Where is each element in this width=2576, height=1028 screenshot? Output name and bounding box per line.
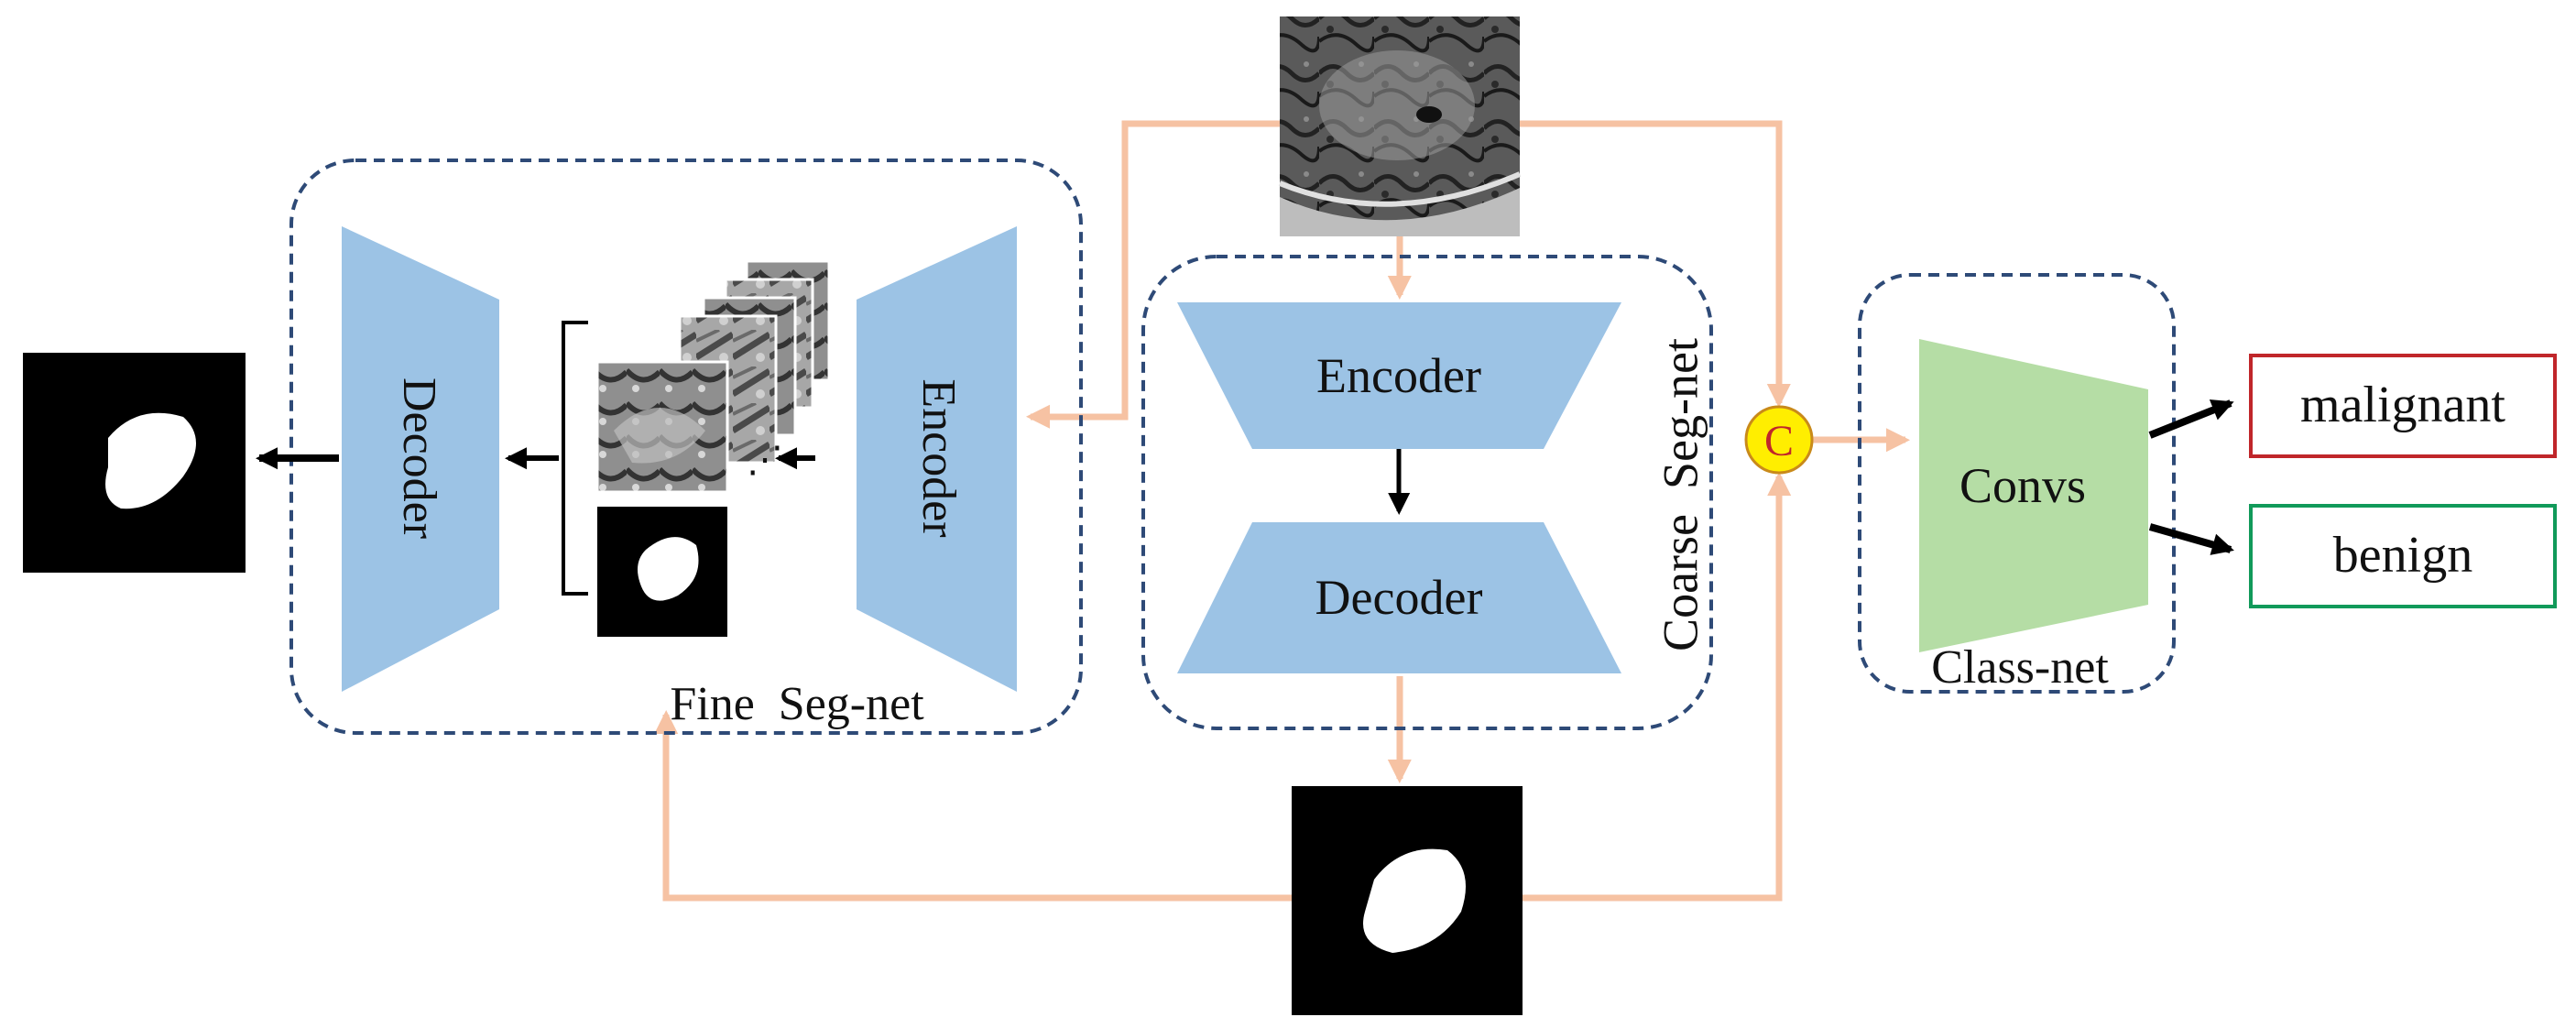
concat-node: C (1744, 405, 1814, 475)
coarse-encoder-label: Encoder (1316, 348, 1481, 403)
coarse-output-mask (1292, 786, 1523, 1015)
convs-label: Convs (1959, 458, 2086, 513)
class-net-border (1858, 273, 2176, 694)
ct-input-image (1278, 16, 1522, 236)
coarse-seg-net: Encoder Decoder Coarse Seg-net (1141, 255, 1713, 730)
fine-seg-net-border (289, 159, 1083, 735)
fine-encoder-block (857, 226, 1017, 692)
fine-decoder-block (342, 226, 499, 692)
ellipsis-label: ⋰ (747, 439, 783, 480)
ct-to-concat-arrow (1520, 120, 1791, 408)
patch-bracket (562, 321, 588, 596)
fine-encoder-label: Encoder (912, 378, 965, 537)
coarse-seg-net-border (1141, 255, 1713, 730)
fine-seg-net: Decoder Encoder ⋰ Fine Seg-net (289, 159, 1083, 735)
convs-block (1919, 339, 2148, 652)
fine-input-mask (597, 507, 727, 637)
to-benign-arrow (2148, 523, 2234, 555)
malignant-label: malignant (2300, 377, 2505, 433)
fine-decoder-label: Decoder (393, 377, 445, 539)
feature-patch-stack: ⋰ (595, 259, 831, 494)
mask-to-fine-arrow (654, 710, 1292, 902)
coarse-decoder-label: Decoder (1315, 570, 1483, 625)
to-malignant-arrow (2148, 399, 2234, 439)
class-net: Convs Class-net (1858, 273, 2176, 694)
ct-to-fine-arrow (1026, 120, 1280, 429)
data-flow-arrows (654, 120, 1910, 902)
malignant-output: malignant (2249, 354, 2557, 458)
coarse-seg-net-title: Coarse Seg-net (1653, 338, 1708, 651)
fine-seg-net-title: Fine Seg-net (670, 678, 924, 730)
mask-to-concat-arrow (1523, 472, 1792, 902)
benign-label: benign (2333, 527, 2472, 584)
coarse-encoder-block (1177, 302, 1621, 449)
fine-output-mask (23, 353, 246, 573)
concat-label: C (1764, 417, 1794, 465)
benign-output: benign (2249, 504, 2557, 608)
class-net-title: Class-net (1931, 641, 2109, 694)
coarse-decoder-block (1177, 522, 1621, 673)
